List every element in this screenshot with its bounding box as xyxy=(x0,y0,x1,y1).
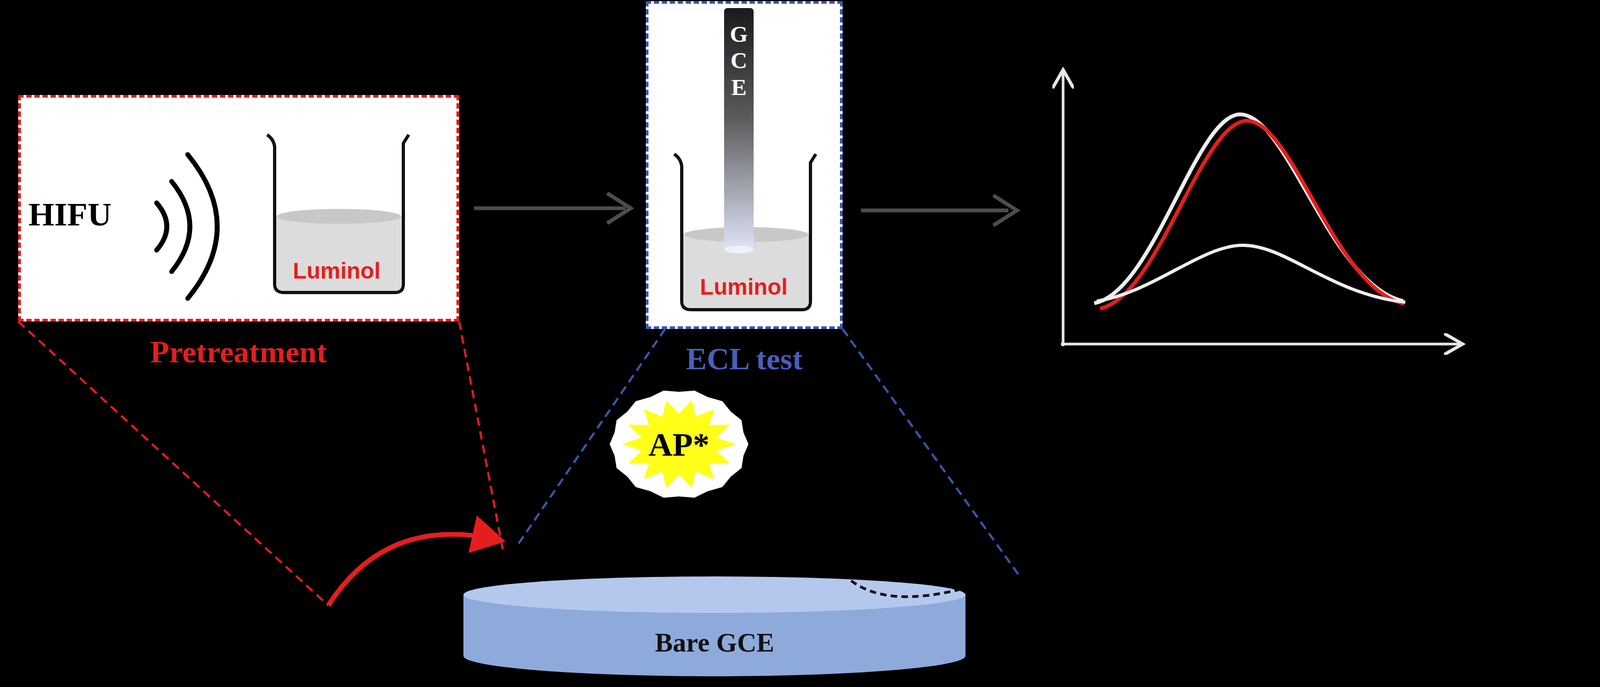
electrode-label: GCE xyxy=(727,20,751,101)
excited-species: AP* xyxy=(608,387,750,500)
panel-caption: Pretreatment xyxy=(150,333,328,370)
ultrasound-waves xyxy=(156,154,218,299)
flow-arrow xyxy=(474,193,631,224)
panel-ground xyxy=(18,94,460,322)
beaker: Luminol xyxy=(262,130,411,296)
ecl-graph xyxy=(1060,72,1461,346)
panel-ground xyxy=(645,1,843,329)
electrode-disk: Bare GCE xyxy=(461,573,968,676)
electrode: GCE xyxy=(724,8,754,254)
solution-label: Luminol xyxy=(292,257,381,284)
electrode-disk-outline xyxy=(461,573,968,676)
electrode-label: Bare GCE xyxy=(654,626,775,658)
panel-caption: ECL test xyxy=(686,340,803,377)
method-label: HIFU xyxy=(28,195,112,234)
flow-arrow xyxy=(860,195,1017,226)
solution-label: Luminol xyxy=(699,274,788,300)
zoom-lines xyxy=(18,321,1021,606)
ecl-panel: ECL testGCELuminol xyxy=(645,1,843,329)
pretreatment-panel: HIFUPretreatmentLuminol xyxy=(18,94,460,322)
species-label: AP* xyxy=(648,425,710,464)
